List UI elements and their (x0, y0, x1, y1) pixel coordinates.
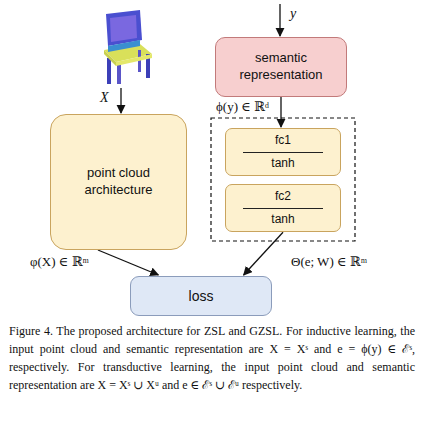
connector-arrow (280, 97, 281, 127)
divider-line (243, 208, 323, 209)
input-arrow (279, 4, 280, 36)
layer-box: fc2 tanh (225, 184, 341, 232)
figure-caption: Figure 4. The proposed architecture for … (9, 322, 415, 394)
edge-label: Θ(e; W) ∈ ℝᵐ (289, 254, 369, 270)
architecture-box: point cloud architecture (50, 114, 187, 250)
node-text: semantic representation (222, 50, 340, 84)
node-text: point cloud architecture (57, 165, 180, 199)
node-text: loss (189, 287, 214, 305)
node-text: fc2 (275, 189, 291, 205)
node-text: fc1 (275, 133, 291, 149)
math-label: y (288, 6, 298, 22)
input-arrow (120, 88, 121, 113)
layer-box: fc1 tanh (225, 128, 341, 176)
loss-box: loss (130, 276, 272, 316)
divider-line (243, 152, 323, 153)
semantic-box: semantic representation (215, 37, 347, 97)
node-text: tanh (271, 156, 294, 172)
edge-label: φ(X) ∈ ℝᵐ (28, 254, 91, 270)
node-text: tanh (271, 212, 294, 228)
edge-label: ϕ(y) ∈ ℝᵈ (214, 99, 271, 115)
network-group (211, 118, 355, 241)
chair-point-cloud (104, 10, 152, 84)
math-label: X (98, 90, 111, 106)
connector-arrow (244, 232, 283, 275)
connector-arrow (98, 250, 158, 275)
